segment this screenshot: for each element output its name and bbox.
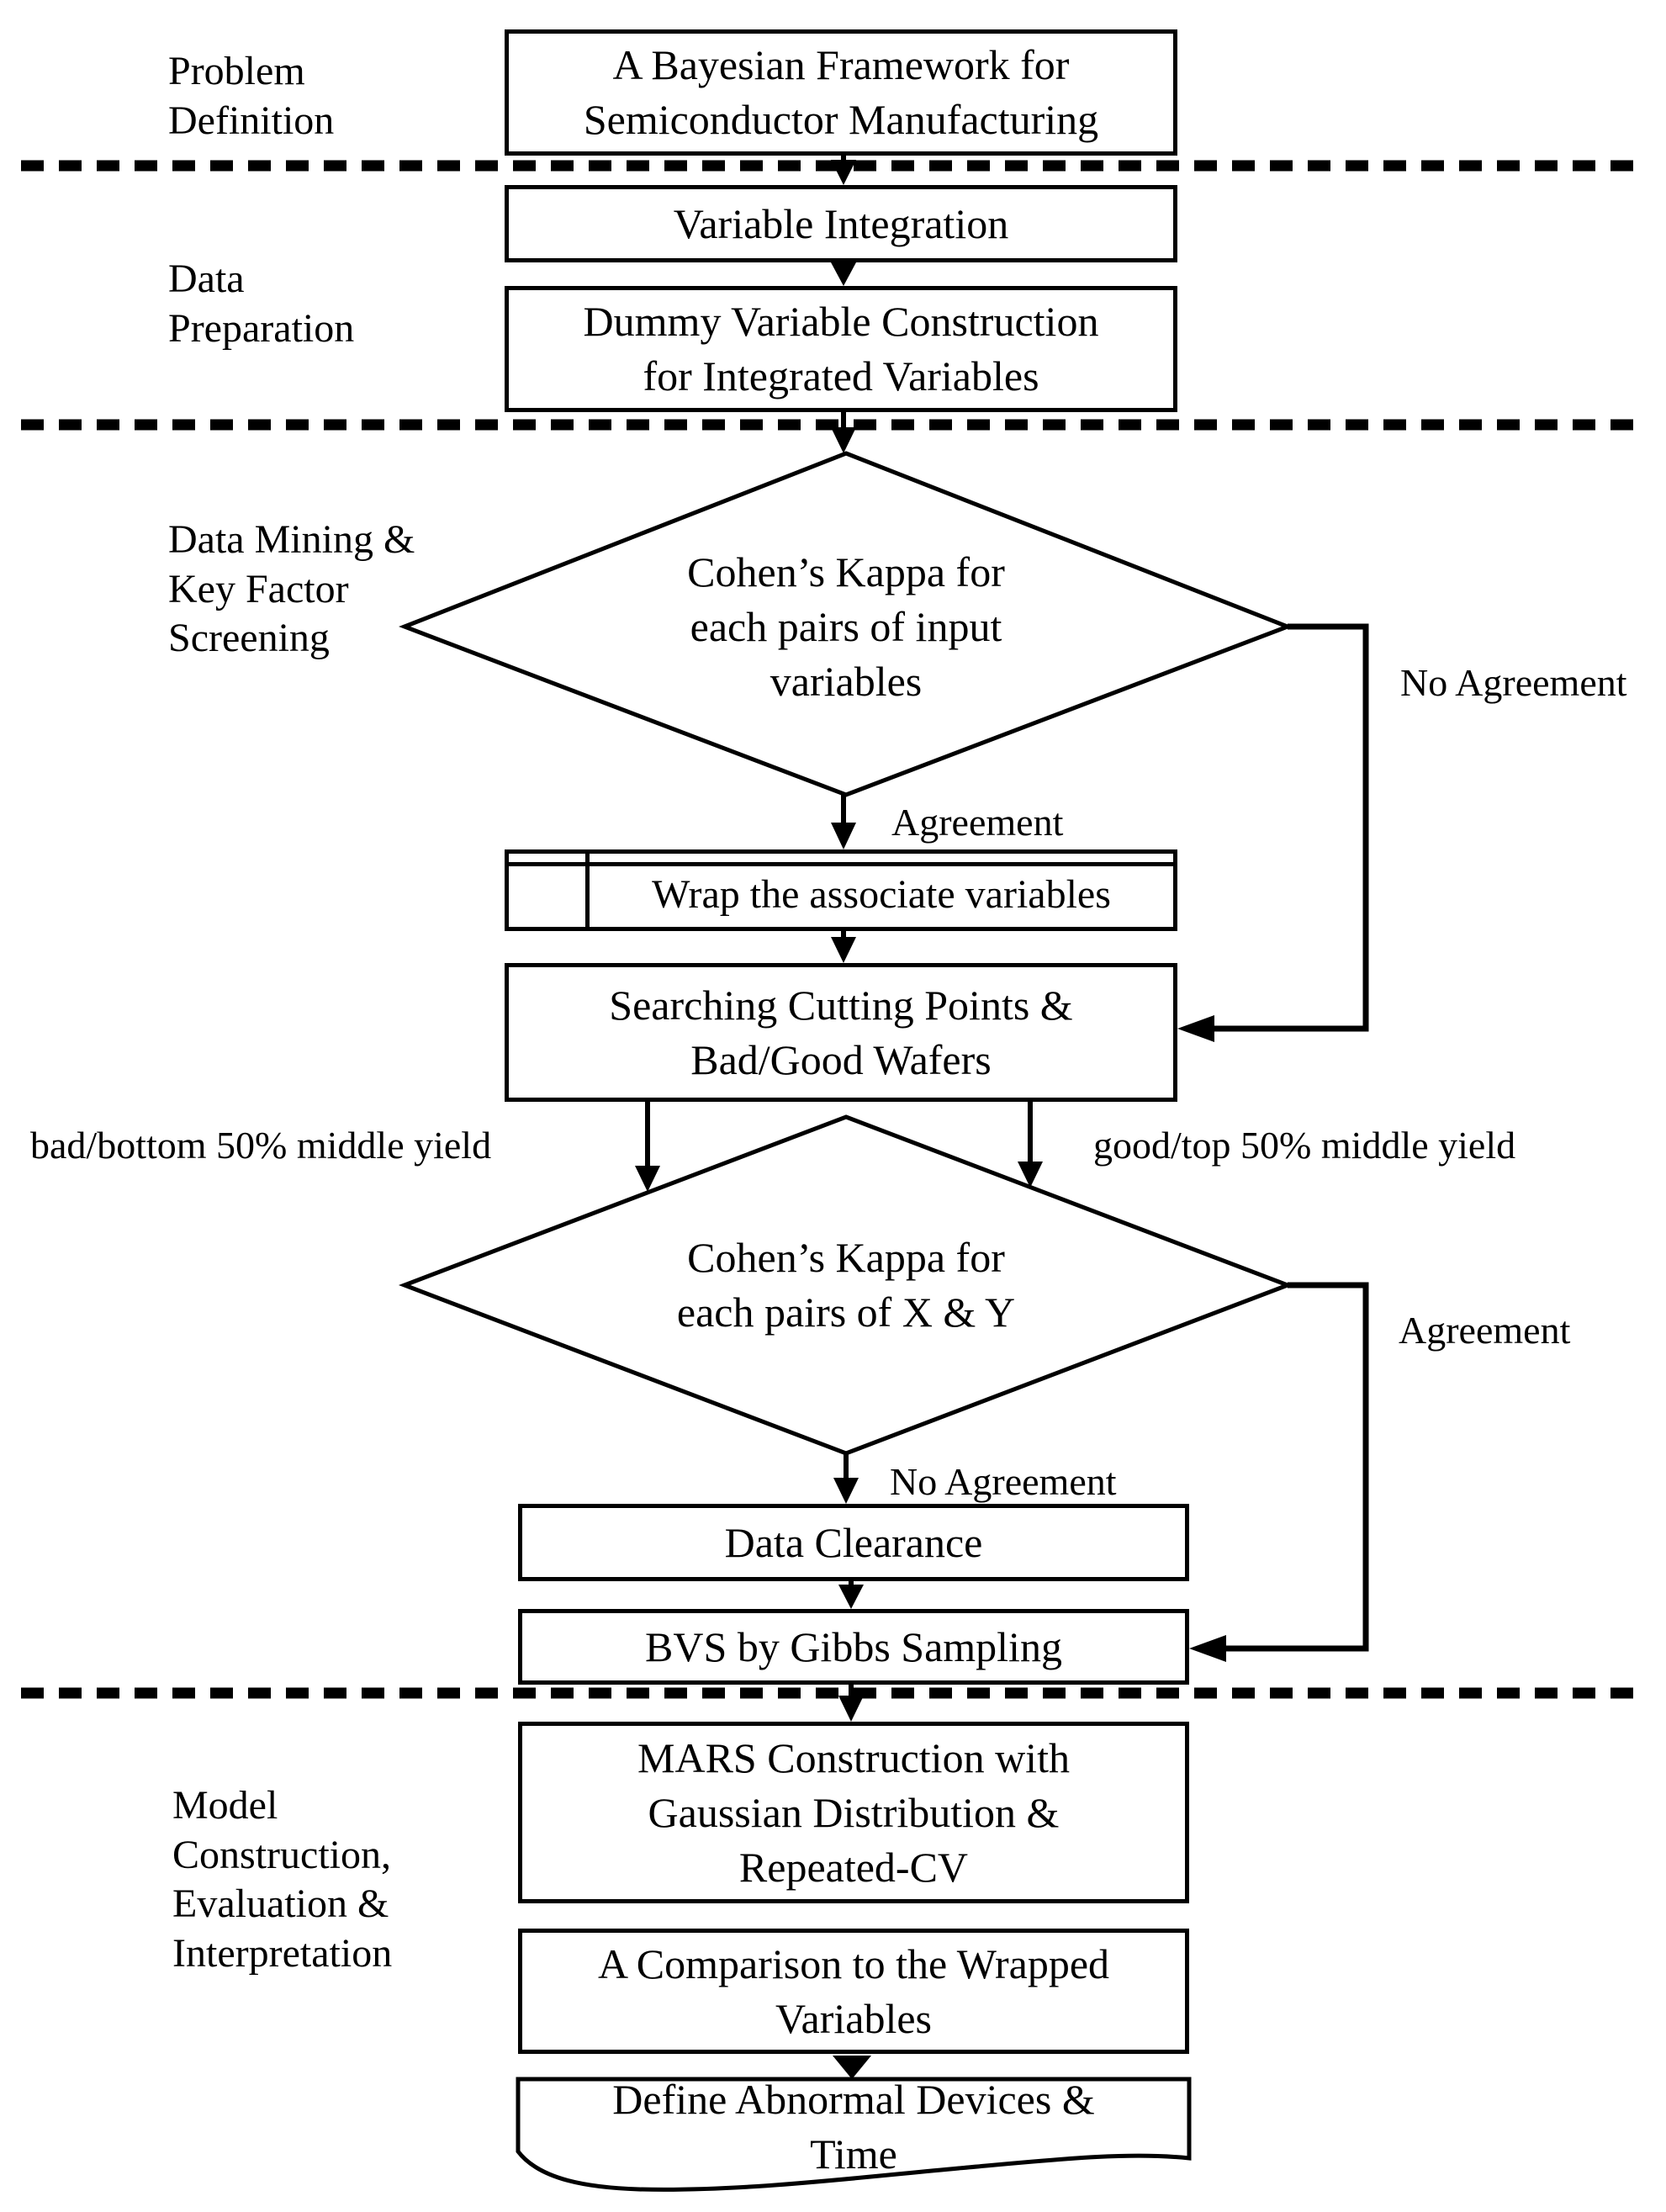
node-bvs-gibbs: BVS by Gibbs Sampling: [518, 1609, 1189, 1685]
node-dummy-variable: Dummy Variable Construction for Integrat…: [505, 286, 1177, 412]
arrowhead-no-agreement: [1177, 1015, 1214, 1042]
node-title: A Bayesian Framework for Semiconductor M…: [505, 29, 1177, 156]
define-box-shape: [516, 2077, 1192, 2192]
elbow-no-agreement: [1214, 623, 1369, 1032]
node-kappa-input-label: Cohen’s Kappa for each pairs of input va…: [687, 548, 1005, 705]
section-label-data-preparation: Data Preparation: [168, 257, 355, 351]
wrap-box-horizontal-divider: [509, 862, 1173, 866]
wrap-box-label: Wrap the associate variables: [652, 872, 1111, 918]
arrowhead-agreement: [1189, 1635, 1226, 1662]
section-label-model-construction: Model Construction, Evaluation & Interpr…: [172, 1783, 393, 1976]
flow-arrowheads: [635, 160, 1043, 2079]
edge-label-no-agreement-top: No Agreement: [1400, 661, 1627, 704]
node-wrap-variables: Wrap the associate variables: [505, 849, 1177, 931]
node-define-abnormal-label: Define Abnormal Devices & Time: [612, 2076, 1095, 2178]
edge-label-no-agreement-bottom: No Agreement: [890, 1460, 1117, 1503]
node-variable-integration: Variable Integration: [505, 185, 1177, 262]
node-mars: MARS Construction with Gaussian Distribu…: [518, 1722, 1189, 1903]
node-kappa-xy-label: Cohen’s Kappa for each pairs of X & Y: [676, 1234, 1016, 1336]
node-data-clearance: Data Clearance: [518, 1504, 1189, 1581]
node-comparison: A Comparison to the Wrapped Variables: [518, 1929, 1189, 2054]
wrap-box-vertical-divider: [585, 854, 590, 927]
section-label-problem-definition: Problem Definition: [168, 49, 335, 143]
edge-label-agreement-top: Agreement: [891, 801, 1064, 844]
node-searching-cutting: Searching Cutting Points & Bad/Good Wafe…: [505, 963, 1177, 1102]
elbow-agreement: [1226, 1282, 1369, 1652]
edge-label-good-yield: good/top 50% middle yield: [1093, 1124, 1516, 1167]
section-label-data-mining: Data Mining & Key Factor Screening: [168, 517, 415, 661]
edge-label-bad-yield: bad/bottom 50% middle yield: [30, 1124, 492, 1167]
edge-label-agreement-right: Agreement: [1399, 1309, 1571, 1352]
